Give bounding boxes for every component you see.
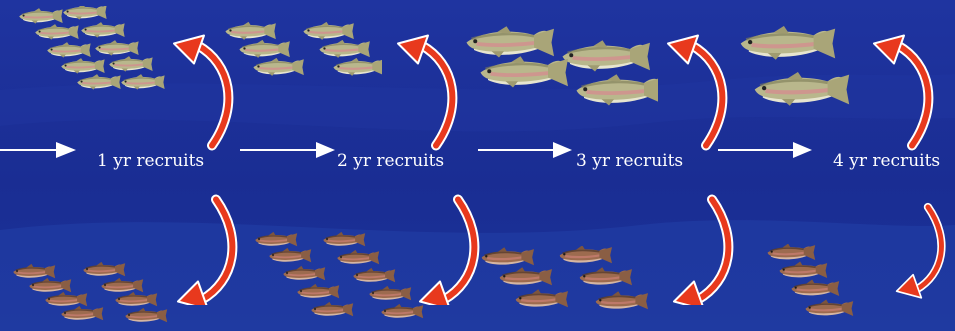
fish-group-upper-2 (222, 20, 382, 85)
brown-fish-icon (115, 292, 157, 306)
brown-fish-icon (596, 291, 648, 309)
rainbow-trout-icon (467, 26, 555, 57)
brown-fish-icon (61, 306, 103, 320)
rainbow-trout-icon (225, 22, 275, 40)
rainbow-trout-icon (47, 42, 90, 58)
rainbow-trout-icon (253, 58, 303, 76)
fish-group-lower-1 (10, 262, 170, 328)
brown-fish-icon (806, 300, 854, 316)
rainbow-trout-icon (61, 58, 104, 74)
brown-fish-icon (337, 250, 379, 264)
fish-group-lower-2 (252, 230, 440, 330)
brown-fish-icon (297, 284, 339, 298)
fish-group-lower-3 (478, 246, 668, 326)
rainbow-trout-icon (121, 74, 164, 90)
brown-fish-icon (768, 244, 816, 260)
curved-arrow-down-3 (666, 180, 746, 305)
brown-fish-icon (482, 247, 534, 265)
rainbow-trout-icon (109, 56, 152, 72)
fish-group-upper-1 (16, 6, 166, 96)
brown-fish-icon (45, 292, 87, 306)
brown-fish-icon (369, 286, 411, 300)
brown-fish-icon (516, 289, 568, 307)
brown-fish-icon (29, 278, 71, 292)
fish-group-lower-4 (764, 244, 894, 328)
brown-fish-icon (125, 308, 167, 322)
rainbow-trout-icon (303, 22, 353, 40)
brown-fish-icon (580, 267, 632, 285)
rainbow-trout-icon (319, 40, 369, 58)
rainbow-trout-icon (333, 58, 382, 76)
rainbow-trout-icon (77, 74, 120, 90)
brown-fish-icon (311, 302, 353, 316)
rainbow-trout-icon (81, 22, 124, 38)
rainbow-trout-icon (755, 72, 850, 106)
brown-fish-icon (353, 268, 395, 282)
curved-arrow-up-3 (660, 30, 740, 155)
fish-group-upper-4 (736, 26, 872, 108)
rainbow-trout-icon (239, 40, 289, 58)
brown-fish-icon (283, 266, 325, 280)
brown-fish-icon (13, 264, 55, 278)
rainbow-trout-icon (35, 24, 78, 40)
rainbow-trout-icon (95, 40, 138, 56)
flow-arrow-1yr-to-2yr (240, 141, 335, 159)
brown-fish-icon (101, 278, 143, 292)
rainbow-trout-icon (563, 40, 651, 71)
curved-arrow-up-2 (390, 30, 470, 155)
rainbow-trout-icon (63, 6, 106, 20)
flow-arrow-into-1yr (0, 141, 76, 159)
rainbow-trout-icon (481, 56, 569, 87)
brown-fish-icon (323, 232, 365, 246)
rainbow-trout-icon (577, 74, 659, 105)
curved-arrow-up-4 (866, 30, 946, 155)
brown-fish-icon (381, 304, 423, 318)
flow-arrow-2yr-to-3yr (478, 141, 572, 159)
brown-fish-icon (255, 232, 297, 246)
brown-fish-icon (792, 280, 840, 296)
brown-fish-icon (560, 246, 612, 263)
rainbow-trout-icon (19, 8, 62, 24)
curved-arrow-down-1 (170, 180, 250, 305)
brown-fish-icon (269, 248, 311, 262)
brown-fish-icon (83, 262, 125, 276)
curved-arrow-down-4 (890, 180, 955, 305)
fish-group-upper-3 (462, 26, 658, 108)
rainbow-trout-icon (741, 26, 836, 60)
brown-fish-icon (780, 262, 828, 278)
brown-fish-icon (500, 267, 552, 285)
